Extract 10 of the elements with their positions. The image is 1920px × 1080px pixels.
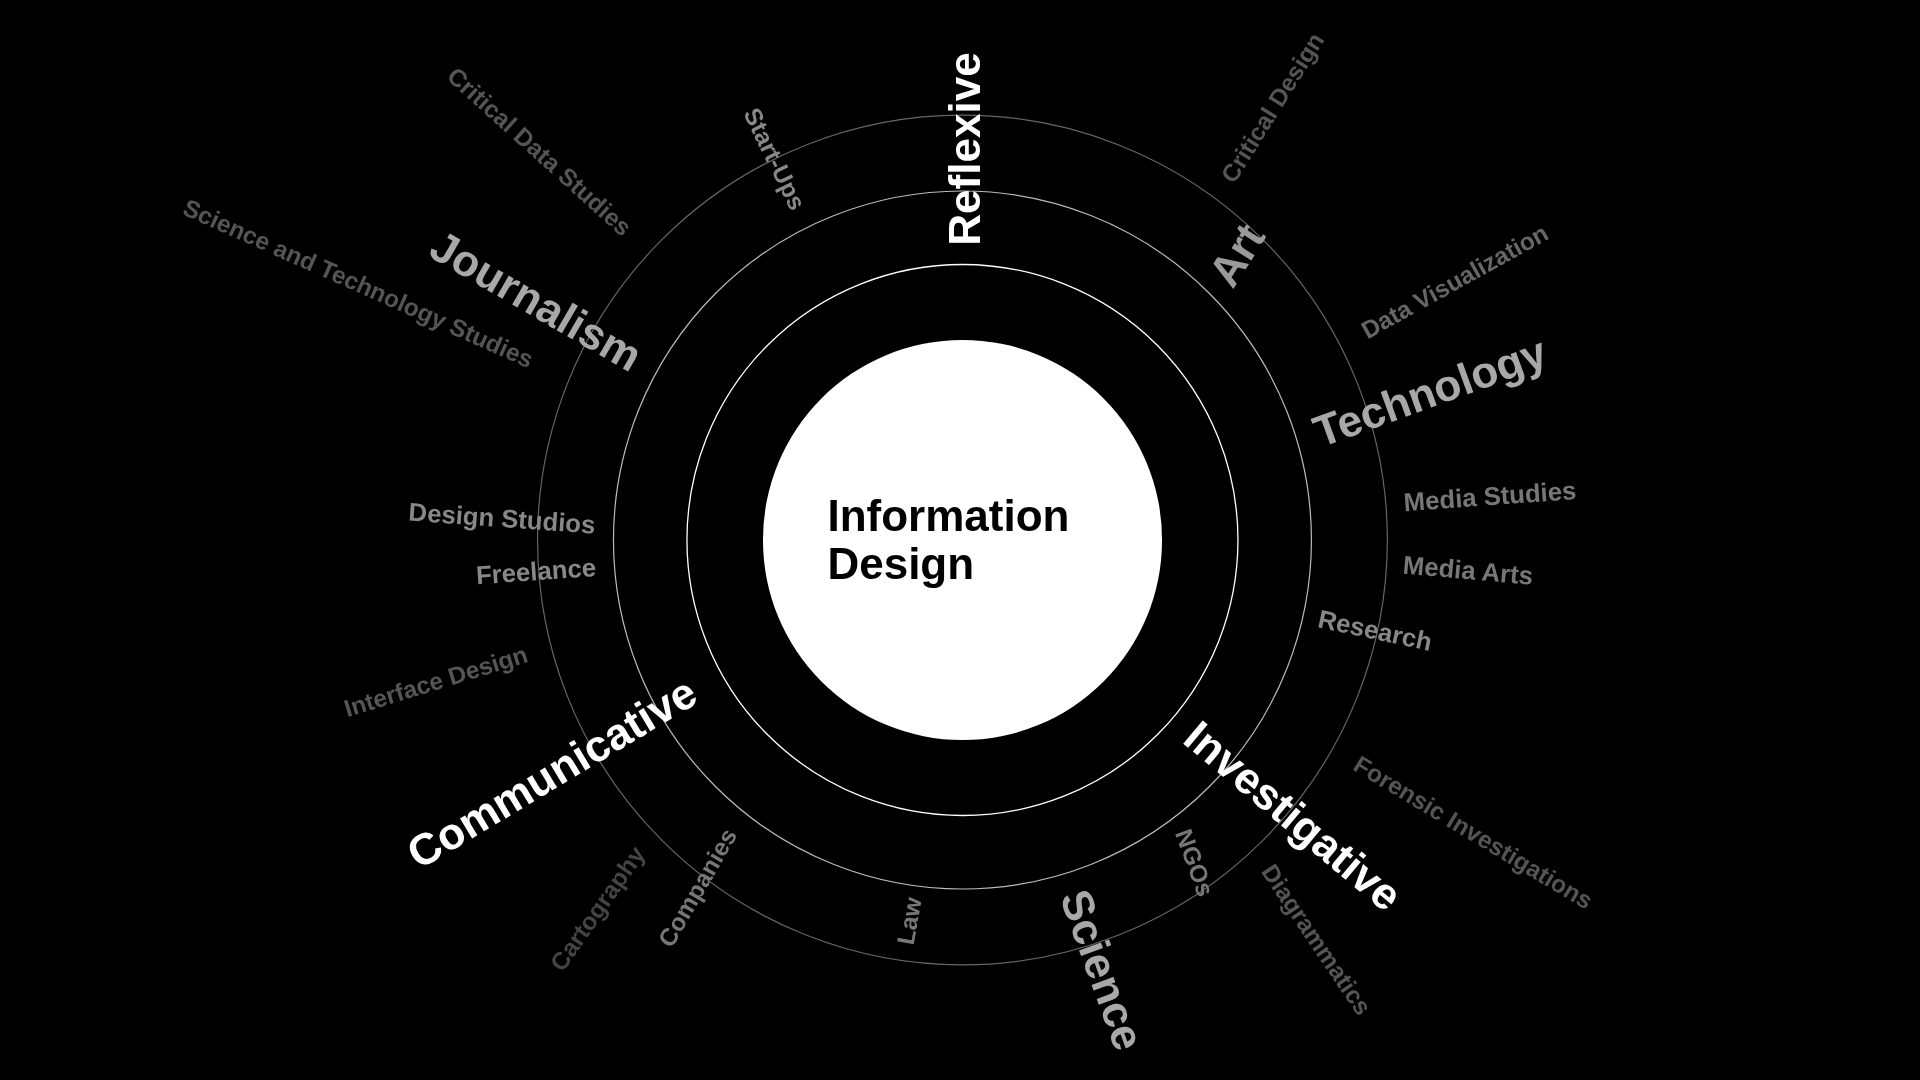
sector-label: Law	[893, 895, 926, 947]
discipline-label: Science	[1052, 883, 1152, 1056]
sector-label: Design Studios	[407, 499, 597, 539]
center-title: Information Design	[827, 492, 1071, 588]
category-label: Reflexive	[942, 52, 987, 247]
sector-label: Research	[1315, 606, 1435, 656]
field-label: Media Studies	[1403, 478, 1578, 516]
sector-label: Freelance	[475, 554, 598, 589]
discipline-label: Art	[1201, 216, 1273, 294]
field-label: Media Arts	[1402, 552, 1535, 590]
